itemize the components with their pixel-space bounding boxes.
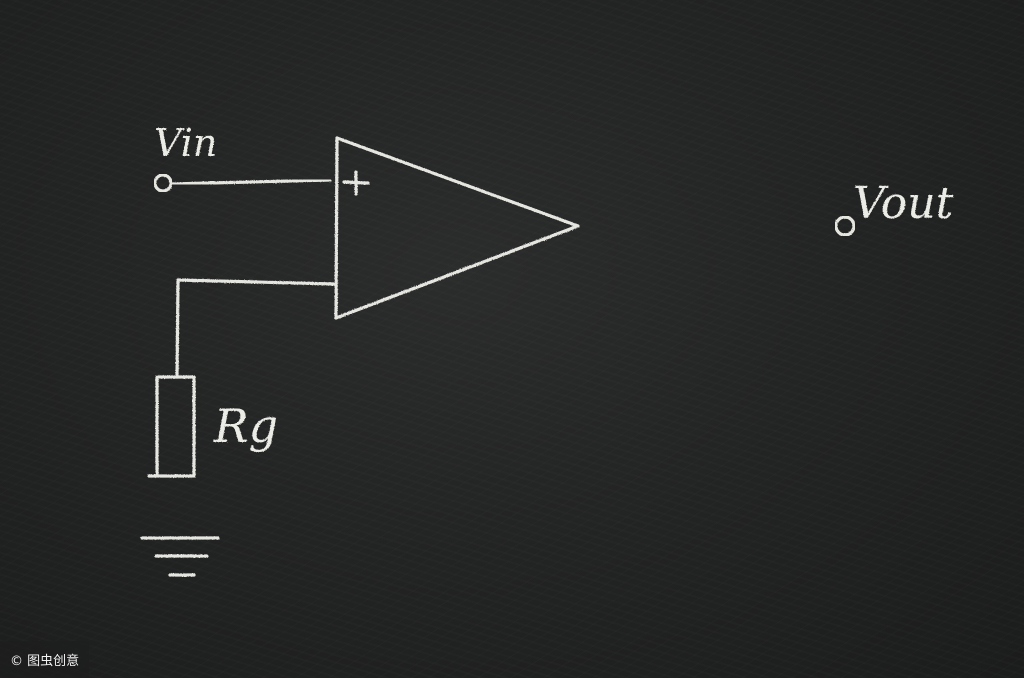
vout-label: Vout (853, 178, 954, 229)
op-amp-triangle (334, 136, 580, 320)
rg-label: Rg (213, 399, 278, 453)
ground-symbol (140, 536, 220, 577)
plus-sign (342, 170, 370, 196)
watermark-text: © 图虫创意 (10, 654, 80, 669)
vin-wire (169, 178, 332, 186)
resistor-rg (147, 375, 196, 478)
vout-terminal (834, 215, 856, 237)
vin-label: Vin (154, 121, 217, 165)
watermark: © 图虫创意 (0, 641, 90, 678)
vin-terminal (153, 173, 173, 193)
inverting-input-wire (175, 278, 336, 379)
